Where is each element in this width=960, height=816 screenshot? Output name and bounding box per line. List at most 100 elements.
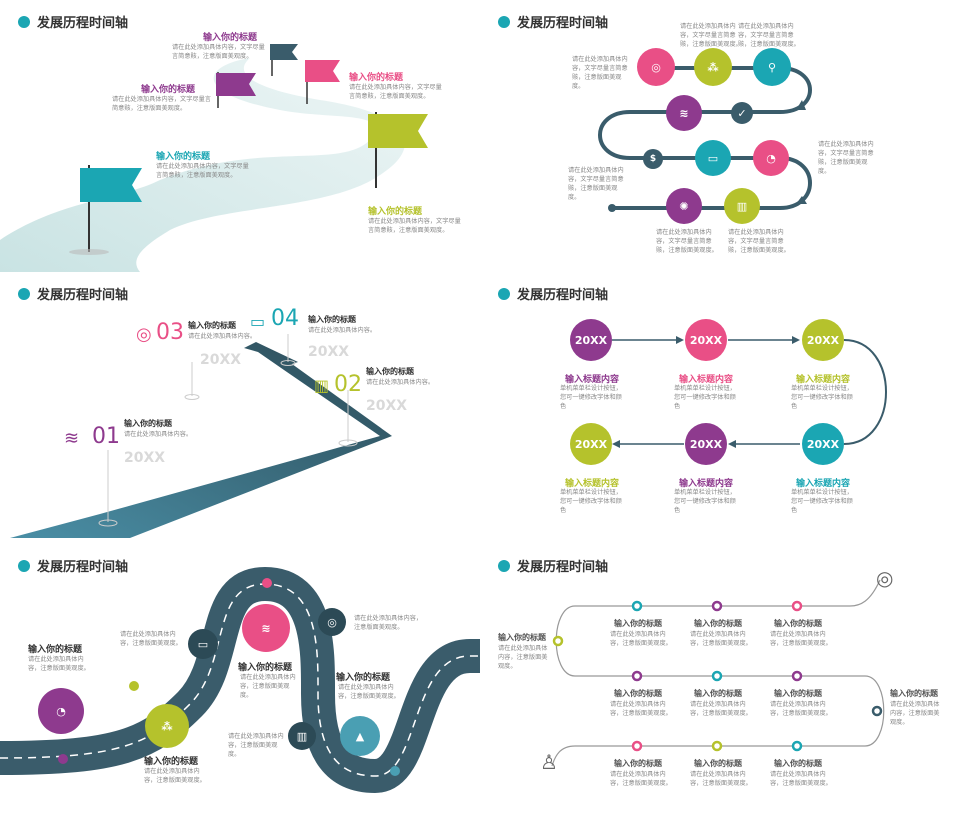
- line-item-title: 输入你的标题: [774, 619, 822, 628]
- target-icon: ◎: [318, 608, 346, 636]
- line-timeline: [551, 579, 885, 767]
- monitor-icon: ▭: [188, 629, 218, 659]
- line-item-title: 输入你的标题: [890, 689, 938, 698]
- panel-title-text: 发展历程时间轴: [517, 288, 609, 303]
- pie-chart-icon: ◔: [753, 140, 789, 176]
- zigzag-road: [10, 334, 392, 538]
- pie-chart-icon: ◔: [38, 688, 84, 734]
- node-body: 单机菜单栏设计按钮，您可一键修改字体和颜色: [560, 385, 622, 410]
- step-year: 20XX: [124, 450, 166, 466]
- step-year: 20XX: [366, 398, 408, 414]
- monitor-icon: ▭: [695, 140, 731, 176]
- p1-item-title: 输入你的标题: [368, 207, 423, 217]
- snake-path: [598, 66, 812, 212]
- road-text: 请在此处添加具体内容，注意版面美观度。: [354, 615, 423, 631]
- p1-item-title: 输入你的标题: [349, 73, 404, 83]
- road-shape: [0, 58, 405, 272]
- node-title: 输入标题内容: [679, 479, 734, 489]
- p2-text: 请在此处添加具体内容，文字尽量言简意赅，注意版面美观度。: [656, 229, 718, 254]
- step-body: 请在此处添加具体内容。: [188, 333, 257, 340]
- bar-chart-icon: ▥: [314, 376, 330, 395]
- step-number: 04: [271, 306, 299, 331]
- road-item-title: 输入你的标题: [144, 757, 199, 767]
- step-title: 输入你的标题: [188, 321, 236, 330]
- person-icon: ♙: [540, 750, 558, 774]
- bar-chart-icon: ▥: [724, 188, 760, 224]
- p2-text: 请在此处添加具体内容，文字尽量言简意赅，注意版面美观度。: [728, 229, 790, 254]
- panel-title: 发展历程时间轴: [18, 556, 128, 575]
- target-icon: ◎: [136, 324, 152, 345]
- title-dot: [498, 15, 510, 28]
- panel-title: 发展历程时间轴: [498, 12, 608, 31]
- node-title: 输入标题内容: [679, 375, 734, 385]
- node-title: 输入标题内容: [565, 375, 620, 385]
- growth-chart-icon: ▲: [340, 716, 380, 756]
- title-dot: [18, 15, 30, 28]
- node-title: 输入标题内容: [565, 479, 620, 489]
- pin-dot: [129, 681, 139, 691]
- line-item-title: 输入你的标题: [614, 759, 662, 768]
- step-body: 请在此处添加具体内容。: [366, 379, 435, 386]
- network-icon: ⁂: [145, 704, 189, 748]
- line-item-title: 输入你的标题: [774, 689, 822, 698]
- step-title: 输入你的标题: [308, 315, 356, 324]
- title-dot: [18, 559, 30, 572]
- road-item-body: 请在此处添加具体内容，注意版面美观度。: [144, 768, 206, 784]
- road-illustration: [0, 44, 428, 272]
- pin-dot: [58, 754, 68, 764]
- road-item-title: 输入你的标题: [238, 663, 293, 673]
- layers-icon: ≋: [242, 604, 290, 652]
- step-title: 输入你的标题: [124, 419, 172, 428]
- step-year: 20XX: [308, 344, 350, 360]
- step-number: 02: [334, 372, 362, 397]
- line-item-body: 请在此处添加具体内容，注意版面美观度。: [770, 701, 832, 717]
- road-text: 请在此处添加具体内容，注意版面美观度。: [120, 631, 182, 647]
- p1-item-title: 输入你的标题: [141, 85, 196, 95]
- step-title: 输入你的标题: [366, 367, 414, 376]
- node-body: 单机菜单栏设计按钮，您可一键修改字体和颜色: [791, 385, 853, 410]
- line-item-body: 请在此处添加具体内容，注意版面美观度。: [498, 645, 548, 670]
- panel-circle-flow: 发展历程时间轴 20XX 20XX 20XX 20XX 20XX 20XX 输入…: [480, 272, 960, 544]
- line-item-title: 输入你的标题: [498, 633, 546, 642]
- line-item-body: 请在此处添加具体内容，注意版面美观度。: [690, 771, 752, 787]
- panel-snake-circles: 发展历程时间轴 ◎ ⁂ ⚲ ≋ ✓ $ ▭ ◔ ✺ ▥ 请在此处添加具体内容，文…: [480, 0, 960, 272]
- layers-icon: ≋: [666, 95, 702, 131]
- line-item-title: 输入你的标题: [694, 759, 742, 768]
- year-circle: 20XX: [570, 423, 612, 465]
- step-number: 01: [92, 424, 120, 449]
- node-body: 单机菜单栏设计按钮，您可一键修改字体和颜色: [560, 489, 622, 514]
- p2-text: 请在此处添加具体内容，文字尽量言简意赅，注意版面美观度。: [738, 23, 800, 48]
- road-item-body: 请在此处添加具体内容，注意版面美观度。: [240, 674, 296, 699]
- p2-text: 请在此处添加具体内容，文字尽量言简意赅，注意版面美观度。: [572, 56, 628, 90]
- p2-text: 请在此处添加具体内容，文字尽量言简意赅，注意版面美观度。: [818, 141, 874, 175]
- step-body: 请在此处添加具体内容。: [124, 431, 193, 438]
- line-item-body: 请在此处添加具体内容，注意版面美观度。: [610, 631, 672, 647]
- year-circle: 20XX: [570, 319, 612, 361]
- title-dot: [18, 287, 30, 300]
- p1-item-body: 请在此处添加具体内容，文字尽量言简意赅，注意版面美观度。: [112, 96, 211, 112]
- compass-icon: ✺: [666, 188, 702, 224]
- flag-teal: [69, 165, 142, 255]
- node-title: 输入标题内容: [796, 479, 851, 489]
- line-item-body: 请在此处添加具体内容，注意版面美观度。: [690, 701, 752, 717]
- title-dot: [498, 287, 510, 300]
- p1-item-body: 请在此处添加具体内容，文字尽量言简意赅，注意版面美观度。: [172, 44, 265, 60]
- panel-zigzag-path: 发展历程时间轴 ≋ 01 输入你的标题 请在此处添加具体内容。 20XX ▥ 0…: [0, 272, 480, 544]
- p1-item-title: 输入你的标题: [203, 33, 258, 43]
- pin-dot: [390, 766, 400, 776]
- bar-chart-icon: ▥: [288, 722, 316, 750]
- p2-text: 请在此处添加具体内容，文字尽量言简意赅，注意版面美观度。: [568, 167, 624, 201]
- panel-flags-road: 发展历程时间轴 输入你的标题 请在此处添: [0, 0, 480, 272]
- money-bag-icon: $: [643, 149, 663, 169]
- year-circle: 20XX: [802, 423, 844, 465]
- step-number: 03: [156, 320, 184, 345]
- monitor-icon: ▭: [250, 312, 266, 331]
- line-item-title: 输入你的标题: [774, 759, 822, 768]
- flag-green: [368, 112, 428, 188]
- p1-item-body: 请在此处添加具体内容，文字尽量言简意赅，注意版面美观度。: [368, 218, 461, 234]
- year-circle: 20XX: [685, 423, 727, 465]
- line-item-body: 请在此处添加具体内容，注意版面美观度。: [770, 771, 832, 787]
- line-item-title: 输入你的标题: [614, 689, 662, 698]
- node-title: 输入标题内容: [796, 375, 851, 385]
- line-item-body: 请在此处添加具体内容，注意版面美观度。: [770, 631, 832, 647]
